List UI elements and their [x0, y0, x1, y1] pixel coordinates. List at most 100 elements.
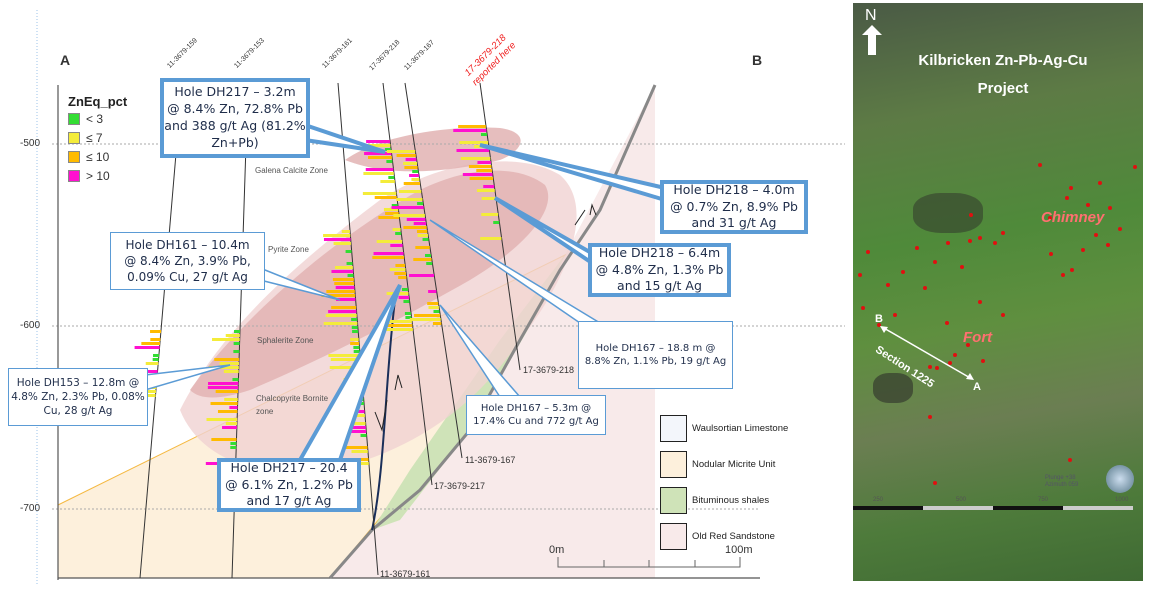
collar-dot: [893, 313, 897, 317]
assay-bar: [323, 238, 351, 241]
assay-bar: [481, 213, 499, 216]
callout-dh167-18-8m: Hole DH167 – 18.8 m @ 8.8% Zn, 1.1% Pb, …: [578, 321, 733, 389]
assay-bar: [334, 446, 368, 449]
collar-dot: [1098, 181, 1102, 185]
collar-dot: [968, 239, 972, 243]
collar-dot: [945, 321, 949, 325]
assay-bar: [396, 154, 416, 157]
callout-pointers: [144, 122, 667, 462]
map-end-b: B: [875, 313, 883, 325]
collar-dot: [953, 353, 957, 357]
collar-dot: [1065, 196, 1069, 200]
collar-dot: [933, 260, 937, 264]
assay-bar: [483, 185, 495, 188]
map-scale-tick: 1000: [1115, 497, 1129, 503]
assay-bar: [389, 268, 406, 271]
zone-label: Sphalerite Zone: [257, 336, 314, 345]
mineralised-zone-lower: [190, 170, 549, 398]
assay-bar: [152, 358, 159, 361]
collar-dot: [948, 361, 952, 365]
collar-dot: [1061, 273, 1065, 277]
drill-hole-218: [479, 82, 521, 371]
assay-bar: [391, 206, 424, 209]
assay-bar: [364, 152, 392, 155]
lithology-swatch: [660, 487, 687, 514]
assay-bar: [328, 310, 357, 313]
assay-bar: [427, 302, 439, 305]
assay-bar: [404, 312, 411, 315]
assay-bar: [153, 354, 160, 357]
assay-bar: [350, 342, 360, 345]
assay-bar: [403, 162, 418, 165]
assay-bar: [413, 258, 432, 261]
north-arrow-icon: [862, 25, 882, 55]
assay-bar: [323, 234, 351, 237]
collar-dot: [1108, 206, 1112, 210]
assay-bar: [396, 198, 423, 201]
map-end-a: A: [973, 381, 981, 393]
zone-label: Chalcopyrite Bornite zone: [256, 394, 329, 416]
lithology-swatch: [660, 523, 687, 550]
assay-bar: [351, 326, 358, 329]
assay-bar: [150, 330, 162, 333]
area-chimney: Chimney: [1041, 209, 1105, 226]
map-scale-tick: 250: [873, 497, 884, 503]
grade-swatch: [68, 150, 80, 163]
pond-patch: [873, 373, 913, 403]
assay-bar: [411, 178, 420, 181]
assay-bar: [417, 202, 424, 205]
collar-dot: [1049, 252, 1053, 256]
assay-bar: [403, 300, 410, 303]
assay-bar: [225, 334, 240, 337]
fault-arrows: [374, 203, 597, 432]
view-orientation: Plunge +38 Azimuth 059: [1045, 475, 1079, 489]
assay-bar: [477, 161, 491, 164]
scale-start: 0m: [549, 544, 565, 556]
assay-bar: [141, 342, 161, 345]
assay-bar: [346, 262, 353, 265]
grade-legend-item: > 10: [68, 166, 127, 185]
assay-bar: [207, 386, 239, 389]
grade-legend-item: ≤ 10: [68, 147, 127, 166]
grade-swatch: [68, 112, 80, 125]
assay-bar: [330, 358, 361, 361]
callout-dh218-6-4m: Hole DH218 – 6.4m @ 4.8% Zn, 1.3% Pb and…: [588, 243, 731, 297]
assay-bar: [341, 230, 350, 233]
assay-bar: [215, 390, 239, 393]
collar-dot: [928, 365, 932, 369]
assay-bar: [212, 338, 240, 341]
assay-bar: [363, 172, 394, 175]
assay-bar: [398, 296, 409, 299]
assay-bar: [403, 182, 421, 185]
assay-bar: [351, 422, 366, 425]
assay-bar: [432, 322, 442, 325]
grade-label: < 3: [86, 111, 104, 126]
assay-bar: [458, 125, 486, 128]
assay-bar: [405, 158, 417, 161]
assay-bar: [208, 382, 239, 385]
assay-bar: [388, 176, 395, 179]
assay-bar: [223, 370, 239, 373]
assay-bar: [405, 316, 412, 319]
lithology-label: Waulsortian Limestone: [692, 423, 789, 434]
callout-dh217-20-4: Hole DH217 – 20.4 @ 6.1% Zn, 1.2% Pb and…: [217, 458, 361, 512]
hole-end-label: 11-3679-161: [380, 569, 431, 579]
assay-bar: [384, 148, 391, 151]
assay-bar: [480, 133, 487, 136]
assay-bar: [234, 330, 241, 333]
assay-bar: [372, 256, 405, 259]
collar-dot: [1086, 203, 1090, 207]
grade-legend: ZnEq_pct < 3≤ 7≤ 10> 10: [68, 94, 127, 185]
assay-bar: [413, 222, 427, 225]
grade-swatch: [68, 169, 80, 182]
assay-bar: [376, 240, 403, 243]
assay-bar: [380, 180, 395, 183]
assay-bar: [409, 174, 419, 177]
assay-bar: [360, 434, 367, 437]
drill-hole-161: [337, 82, 379, 576]
callout-dh217-3-2m: Hole DH217 – 3.2m @ 8.4% Zn, 72.8% Pb an…: [160, 78, 310, 158]
collar-dot: [969, 213, 973, 217]
assay-bar: [329, 366, 362, 369]
assay-bar: [381, 324, 413, 327]
assay-bar: [386, 160, 393, 163]
